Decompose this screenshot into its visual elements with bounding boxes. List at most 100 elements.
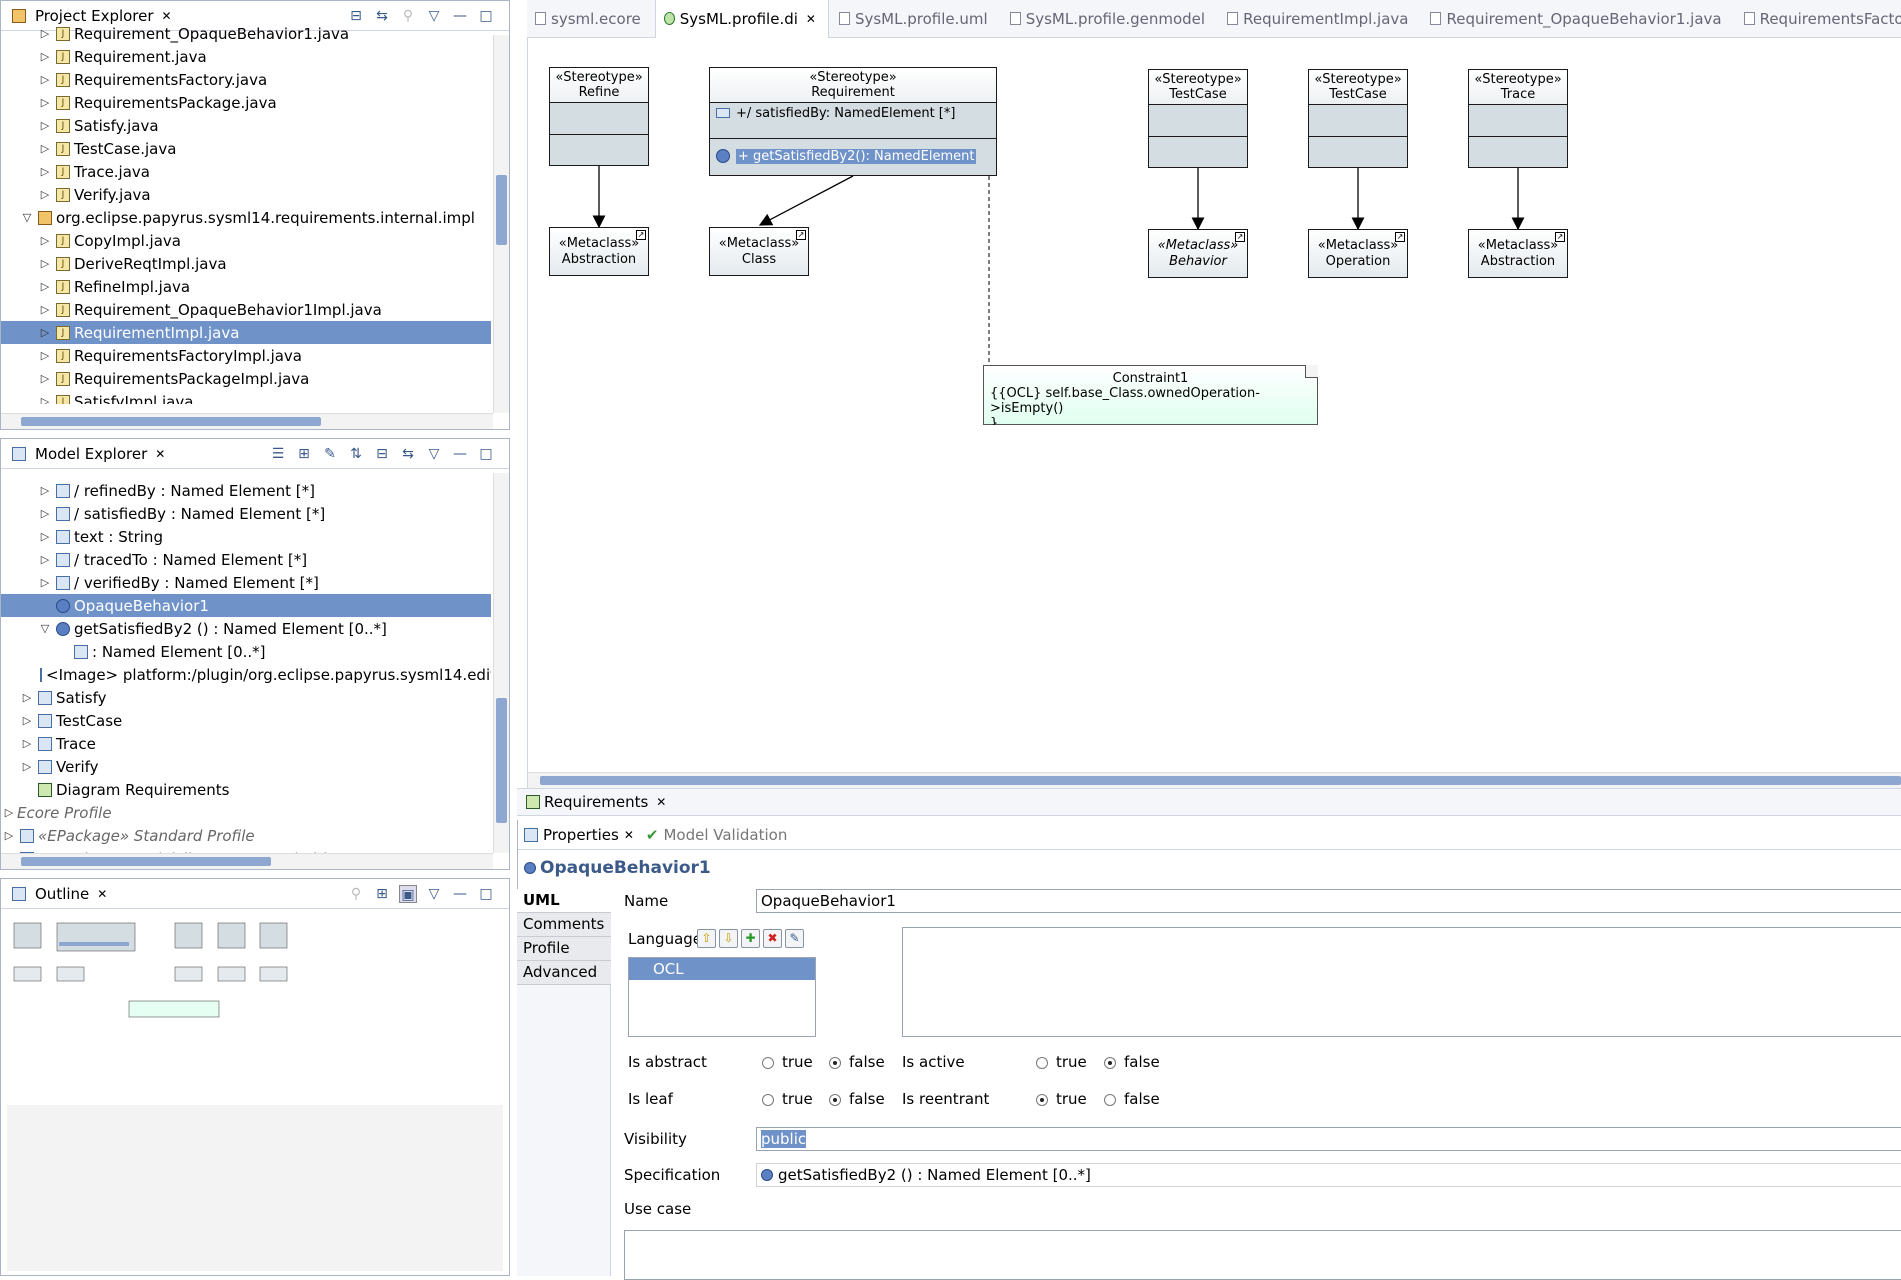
is-leaf-true[interactable]: true [762,1090,813,1108]
editor-tab[interactable]: SysML.profile.di✕ [655,0,829,38]
expand-arrow-icon[interactable]: ▷ [37,280,53,293]
filter-icon[interactable]: ⚲ [347,885,365,903]
expand-arrow-icon[interactable]: ▷ [37,553,53,566]
extension-requirement-class[interactable] [760,176,853,225]
metaclass-abstraction[interactable]: ↗ «Metaclass» Abstraction [549,227,649,276]
horizontal-scrollbar[interactable] [1,413,493,429]
side-tab-profile[interactable]: Profile [517,937,611,961]
collapse-arrow-icon[interactable]: ▽ [19,211,35,224]
customize-icon[interactable]: ✎ [321,445,339,463]
diagram-tab-requirements[interactable]: Requirements [544,793,648,811]
editor-tab[interactable]: SysML.profile.uml [831,0,1000,38]
editor-tab[interactable]: SysML.profile.genmodel [1002,0,1217,38]
expand-arrow-icon[interactable]: ▷ [37,372,53,385]
metaclass-behavior[interactable]: ↗ «Metaclass» Behavior [1148,229,1248,278]
edit-icon[interactable]: ✎ [785,929,804,948]
tree-item-model-element[interactable]: ▷/ tracedTo : Named Element [*] [1,548,491,571]
link-editor-icon[interactable]: ⇆ [399,445,417,463]
diagram-canvas[interactable]: «Stereotype»Refine «Stereotype»Requireme… [527,38,1901,788]
is-abstract-true[interactable]: true [762,1053,813,1071]
stereotype-testcase[interactable]: «Stereotype»TestCase [1308,69,1408,168]
model-validation-tab[interactable]: ✔ Model Validation [646,826,787,844]
model-explorer-tab[interactable]: Model Explorer ✕ [1,439,173,469]
is-leaf-false[interactable]: false [829,1090,885,1108]
is-reentrant-true[interactable]: true [1036,1090,1087,1108]
add-icon[interactable]: ✚ [741,929,760,948]
use-case-list[interactable] [624,1230,1901,1280]
tree-outline-icon[interactable]: ⊞ [373,885,391,903]
properties-tab[interactable]: Properties ✕ [524,826,634,844]
tree-item-file[interactable]: ▽org.eclipse.papyrus.sysml14.requirement… [1,206,491,229]
tree-item-model-element[interactable]: Diagram Requirements [1,778,491,801]
outline-thumbnail[interactable] [7,915,503,1271]
metaclass-abstraction[interactable]: ↗ «Metaclass» Abstraction [1468,229,1568,278]
side-tab-advanced[interactable]: Advanced [517,961,611,985]
maximize-icon[interactable]: □ [477,885,495,903]
expand-arrow-icon[interactable]: ▷ [37,96,53,109]
expand-arrow-icon[interactable]: ▷ [37,234,53,247]
expand-arrow-icon[interactable]: ▷ [37,507,53,520]
tree-item-model-element[interactable]: ▷Ecore Profile [1,801,491,824]
name-field[interactable]: OpaqueBehavior1 [756,889,1901,913]
language-item-ocl[interactable]: OCL [629,958,815,980]
expand-arrow-icon[interactable]: ▷ [37,73,53,86]
expand-arrow-icon[interactable]: ▷ [19,714,35,727]
expand-arrow-icon[interactable]: ▷ [37,165,53,178]
maximize-icon[interactable]: □ [477,445,495,463]
tree-item-model-element[interactable]: ▷TestCase [1,709,491,732]
vertical-scrollbar[interactable] [493,473,509,853]
collapse-arrow-icon[interactable]: ▽ [37,622,53,635]
stereotype-trace[interactable]: «Stereotype»Trace [1468,69,1568,168]
tree-item-model-element[interactable]: ▷/ refinedBy : Named Element [*] [1,479,491,502]
list-view-icon[interactable]: ☰ [269,445,287,463]
expand-arrow-icon[interactable]: ▷ [37,119,53,132]
metaclass-class[interactable]: ↗ «Metaclass» Class [709,227,809,276]
tree-item-model-element[interactable]: : Named Element [0..*] [1,640,491,663]
expand-arrow-icon[interactable]: ▷ [37,27,53,40]
tree-item-model-element[interactable]: ▽getSatisfiedBy2 () : Named Element [0..… [1,617,491,640]
close-icon[interactable]: ✕ [656,795,666,809]
constraint-note[interactable]: Constraint1 {{OCL} self.base_Class.owned… [983,365,1318,425]
visibility-field[interactable]: public [756,1127,1901,1151]
is-abstract-false[interactable]: false [829,1053,885,1071]
expand-arrow-icon[interactable]: ▷ [1,806,17,819]
metaclass-operation[interactable]: ↗ «Metaclass» Operation [1308,229,1408,278]
requirement-attribute[interactable]: +/ satisfiedBy: NamedElement [*] [736,106,955,121]
delete-icon[interactable]: ✖ [763,929,782,948]
sort-icon[interactable]: ⇅ [347,445,365,463]
is-active-false[interactable]: false [1104,1053,1160,1071]
tree-view-icon[interactable]: ⊞ [295,445,313,463]
tree-item-model-element[interactable]: ▷Satisfy [1,686,491,709]
expand-arrow-icon[interactable]: ▷ [37,303,53,316]
expand-arrow-icon[interactable]: ▷ [19,691,35,704]
stereotype-testcase[interactable]: «Stereotype»TestCase [1148,69,1248,168]
close-icon[interactable]: ✕ [155,447,165,461]
view-menu-icon[interactable]: ▽ [425,445,443,463]
editor-tab[interactable]: RequirementImpl.java [1219,0,1420,38]
close-icon[interactable]: ✕ [162,9,172,23]
expand-arrow-icon[interactable]: ▷ [37,484,53,497]
expand-arrow-icon[interactable]: ▷ [37,326,53,339]
editor-tab[interactable]: sysml.ecore [527,0,653,38]
tree-item-model-element[interactable]: ▷Verify [1,755,491,778]
tree-item-model-element[interactable]: ▷/ verifiedBy : Named Element [*] [1,571,491,594]
requirement-operation[interactable]: + getSatisfiedBy2(): NamedElement [736,149,976,164]
expand-arrow-icon[interactable]: ▷ [37,576,53,589]
minimize-icon[interactable]: — [451,445,469,463]
expand-arrow-icon[interactable]: ▷ [37,349,53,362]
stereotype-requirement[interactable]: «Stereotype»Requirement +/ satisfiedBy: … [709,67,997,176]
close-icon[interactable]: ✕ [624,828,634,842]
expand-arrow-icon[interactable]: ▷ [37,530,53,543]
